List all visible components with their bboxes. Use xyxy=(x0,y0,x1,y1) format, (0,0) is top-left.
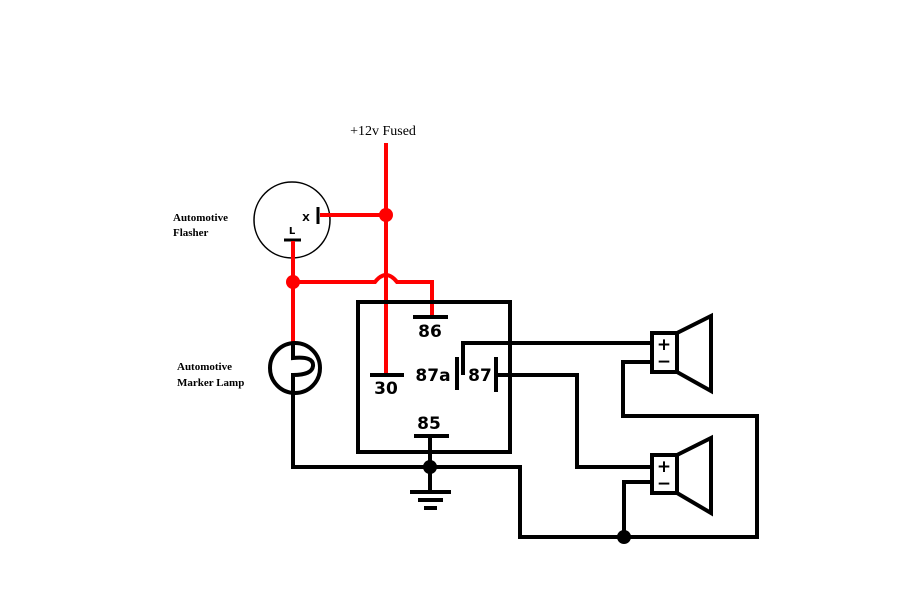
marker-lamp: Automotive Marker Lamp xyxy=(177,341,322,467)
ground-wires xyxy=(291,341,759,544)
wire-87-speaker2 xyxy=(496,373,652,469)
junction-dot xyxy=(423,460,437,474)
speaker-2: + − xyxy=(650,434,713,517)
relay-pin-85-label: 85 xyxy=(417,414,441,434)
relay-86-wire xyxy=(293,273,434,317)
ground-icon xyxy=(410,490,451,510)
relay-pin-87-label: 87 xyxy=(468,366,492,386)
relay-pin-30-label: 30 xyxy=(374,379,398,399)
lamp-filament xyxy=(291,342,316,467)
lamp-label-2: Marker Lamp xyxy=(177,377,244,389)
relay: 86 30 87a 87 85 xyxy=(356,300,512,454)
junction-dot xyxy=(617,530,631,544)
flasher-label-2: Flasher xyxy=(173,227,209,239)
speaker-minus-label: − xyxy=(657,474,671,494)
supply-label: +12v Fused xyxy=(350,124,416,139)
relay-pin-86-label: 86 xyxy=(418,322,442,342)
positive-wires xyxy=(286,143,434,375)
speaker-minus-label: − xyxy=(657,352,671,372)
flasher-pin-x-label: X xyxy=(302,213,310,224)
relay-pin-87a-label: 87a xyxy=(415,366,450,386)
flasher: X L Automotive Flasher xyxy=(173,181,331,259)
flasher-pin-l-label: L xyxy=(289,226,296,237)
wire-speaker2-minus xyxy=(622,480,652,537)
lamp-label-1: Automotive xyxy=(177,361,232,373)
speaker-plus-label: + xyxy=(657,457,671,477)
ground-return-wire xyxy=(291,360,759,539)
speaker-1: + − xyxy=(650,312,713,395)
wire-87a-speaker1 xyxy=(461,341,652,375)
speaker-plus-label: + xyxy=(657,335,671,355)
flasher-label-1: Automotive xyxy=(173,212,228,224)
junction-dot xyxy=(379,208,393,222)
